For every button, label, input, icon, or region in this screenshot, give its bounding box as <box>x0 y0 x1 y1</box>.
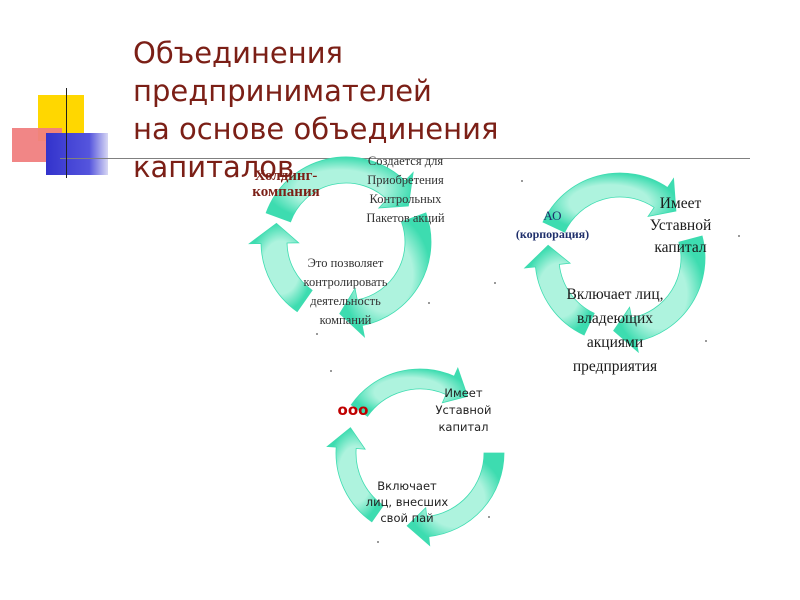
ooo-arrow-3 <box>326 427 384 523</box>
holding-step1-line-4: Пакетов акций <box>366 211 445 225</box>
ao-name-label: АО (корпорация) <box>495 207 610 243</box>
holding-name-line-2: компания <box>252 184 320 200</box>
holding-step1-line-3: Контрольных <box>369 192 442 206</box>
title-line-3: на основе объединения <box>133 112 499 146</box>
holding-arrow-3 <box>248 222 313 313</box>
ao-step2-line-2: владеющих <box>576 310 654 327</box>
deco-blue-square <box>46 133 108 175</box>
stray-dot <box>738 235 740 237</box>
slide-title: Объединения предпринимателей на основе о… <box>133 34 653 186</box>
ao-arrow-2 <box>613 235 706 354</box>
holding-arrow-2 <box>339 212 432 339</box>
holding-name-label: Холдинг- компания <box>226 168 346 200</box>
title-line-4: капиталов <box>133 150 295 184</box>
holding-step1-label: Создается для Приобретения Контрольных П… <box>338 152 473 228</box>
ooo-step2-line-3: свой пай <box>380 511 434 525</box>
ooo-arrow-2 <box>406 452 505 547</box>
holding-step2-line-4: компаний <box>319 313 372 327</box>
holding-step1-line-1: Создается для <box>367 154 444 168</box>
holding-step2-line-1: Это позволяет <box>307 256 384 270</box>
ooo-step1-line-1: Имеет <box>444 386 483 400</box>
stray-dot <box>705 340 707 342</box>
ooo-arrow-1 <box>350 366 469 417</box>
title-line-2: предпринимателей <box>133 74 432 108</box>
holding-arrow-1 <box>265 156 414 223</box>
ao-step2-line-1: Включает лиц, <box>566 286 664 303</box>
ao-step1-line-2: Уставной <box>649 217 712 234</box>
holding-step1-line-2: Приобретения <box>367 173 444 187</box>
ooo-step1-label: Имеет Уставной капитал <box>416 385 511 436</box>
ao-step2-label: Включает лиц, владеющих акциями предприя… <box>540 283 690 379</box>
ao-arrow-1 <box>542 172 677 233</box>
stray-dot <box>521 180 523 182</box>
ao-name-line-1: АО <box>543 208 562 223</box>
ao-step1-line-3: капитал <box>654 239 707 256</box>
ao-step2-line-4: предприятия <box>572 358 658 375</box>
holding-step2-line-3: деятельность <box>310 294 381 308</box>
ooo-step2-label: Включает лиц, внесших свой пай <box>352 478 462 526</box>
ooo-step1-line-2: Уставной <box>435 403 492 417</box>
ao-arrow-3 <box>523 244 595 336</box>
slide-divider-line <box>60 158 750 159</box>
holding-name-line-1: Холдинг- <box>254 168 318 184</box>
stray-dot <box>428 302 430 304</box>
ao-step1-line-1: Имеет <box>659 195 702 212</box>
holding-step2-line-2: контролировать <box>303 275 388 289</box>
slide-vertical-line <box>66 88 67 178</box>
stray-dot <box>488 516 490 518</box>
ao-name-line-2: (корпорация) <box>515 227 590 241</box>
stray-dot <box>330 370 332 372</box>
stray-dot <box>316 333 318 335</box>
stray-dot <box>377 541 379 543</box>
ooo-name-label: ооо <box>337 401 369 419</box>
holding-step2-label: Это позволяет контролировать деятельност… <box>278 254 413 330</box>
ao-step1-label: Имеет Уставной капитал <box>628 193 733 259</box>
ooo-step2-line-1: Включает <box>377 479 437 493</box>
stray-dot <box>494 282 496 284</box>
ao-step2-line-3: акциями <box>586 334 644 351</box>
ooo-step2-line-2: лиц, внесших <box>365 495 449 509</box>
title-line-1: Объединения <box>133 36 343 70</box>
ooo-step1-line-3: капитал <box>438 420 489 434</box>
